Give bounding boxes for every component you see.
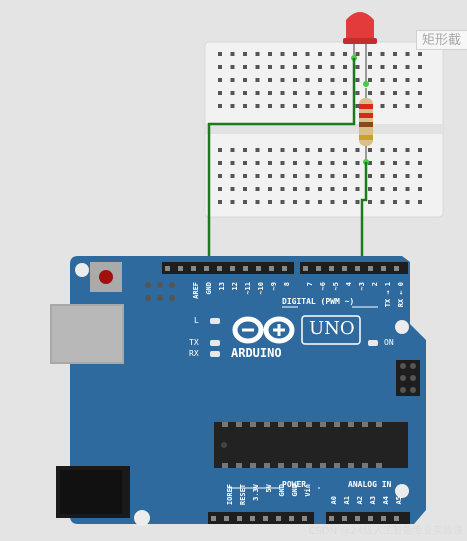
pin-label: RESET	[239, 484, 247, 506]
analog-in-label: ANALOG IN	[348, 480, 392, 489]
arduino-board[interactable]	[50, 256, 426, 526]
wires[interactable]	[207, 58, 368, 268]
pin-label: ~11	[244, 282, 252, 295]
arduino-logo-icon	[232, 316, 295, 344]
pin-label: GND	[205, 282, 213, 295]
pin-label: 5V	[265, 484, 273, 493]
pin-label: A2	[356, 496, 364, 505]
on-label: ON	[384, 338, 394, 347]
tx-led-label: TX	[189, 338, 199, 347]
pin-label: AREF	[192, 282, 200, 299]
breadboard[interactable]	[204, 41, 444, 218]
pin-label: 8	[283, 282, 291, 287]
pin-label: 12	[231, 282, 239, 291]
pin-label: A4	[382, 496, 390, 505]
l-led-label: L	[194, 316, 199, 325]
pin-label: ~10	[257, 282, 265, 295]
pin-label: ~9	[270, 282, 278, 291]
pin-label: TX → 1	[384, 282, 392, 308]
pin-label: 2	[371, 282, 379, 287]
pin-label: A3	[369, 496, 377, 505]
pin-label: ~5	[332, 282, 340, 291]
pin-label: 4	[345, 282, 353, 287]
pin-label: RX ← 0	[397, 282, 405, 308]
pin-label: A0	[330, 496, 338, 505]
power-label: POWER	[282, 480, 307, 489]
rx-led-label: RX	[189, 349, 199, 358]
pin-label: 7	[306, 282, 314, 287]
brand-label: ARDUINO	[231, 346, 282, 360]
pin-label: ~6	[319, 282, 327, 291]
watermark: CSDN @24级人工智能专业实验课	[308, 526, 463, 537]
pin-label: A1	[343, 496, 351, 505]
pin-label: A5	[395, 496, 403, 505]
digital-header[interactable]	[165, 266, 399, 271]
pin-label: ~3	[358, 282, 366, 291]
breadboard-holes-bottom	[218, 148, 422, 204]
power-analog-header[interactable]	[211, 516, 399, 521]
pin-label: 3.3V	[252, 484, 260, 501]
resistor[interactable]	[359, 88, 373, 165]
pin-label: 13	[218, 282, 226, 291]
screenshot-tooltip: 矩形截	[416, 30, 467, 50]
digital-label: DIGITAL (PWM ~)	[282, 297, 355, 306]
pin-label: IOREF	[226, 484, 234, 506]
model-label: UNO	[309, 318, 355, 339]
led[interactable]	[343, 12, 377, 87]
